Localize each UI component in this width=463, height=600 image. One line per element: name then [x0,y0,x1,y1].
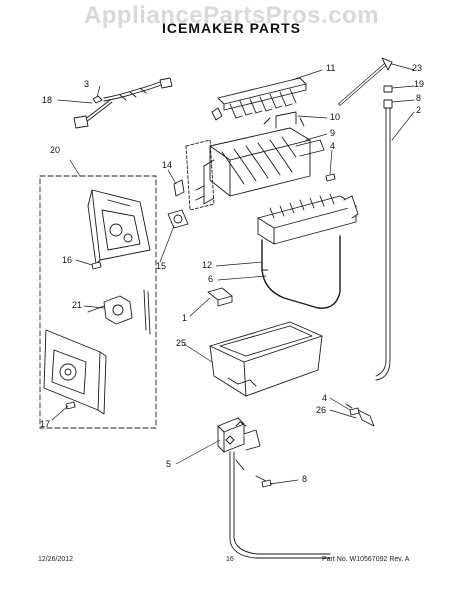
callout-14: 14 [162,160,173,170]
watermark: AppliancePartsPros.com [83,2,380,29]
callout-25: 25 [176,338,187,348]
callout-2: 2 [416,105,422,115]
ice-bin [209,321,323,397]
thermostat-parts [167,179,189,229]
leader-lines [51,63,415,485]
callout-16: 16 [62,255,73,265]
callout-8-top: 8 [416,93,422,103]
screws [65,173,360,488]
icemaker-mold [185,111,325,211]
callout-4-top: 4 [330,141,336,151]
callout-19: 19 [414,79,425,89]
callout-15: 15 [156,261,167,271]
callout-21: 21 [72,300,83,310]
footer-date: 12/26/2012 [38,556,74,563]
callout-5: 5 [166,459,172,469]
footer-page-number: 16 [226,556,234,563]
page-title: ICEMAKER PARTS [162,20,301,36]
callout-8-bottom: 8 [302,474,308,484]
water-valve [217,417,331,559]
ejector-comb [211,77,307,121]
callout-9: 9 [330,128,336,138]
callout-6: 6 [208,274,214,284]
control-module-group [39,175,157,429]
bracket [207,287,233,307]
callout-1: 1 [182,313,188,323]
footer-part-number: Part No. W10567092 Rev. A [322,556,410,563]
callout-10: 10 [330,112,341,122]
callout-23: 23 [412,63,423,73]
callout-12: 12 [202,260,213,270]
callout-11: 11 [326,63,336,73]
fill-tube [338,57,393,427]
callout-17: 17 [40,419,51,429]
callout-3: 3 [84,79,90,89]
callout-18: 18 [42,95,53,105]
callout-26: 26 [316,405,327,415]
callout-4-bottom: 4 [322,393,328,403]
wire-bail-arm [261,235,341,309]
callout-20: 20 [50,145,61,155]
wire-harness [73,77,173,129]
ice-shelf [257,193,359,245]
